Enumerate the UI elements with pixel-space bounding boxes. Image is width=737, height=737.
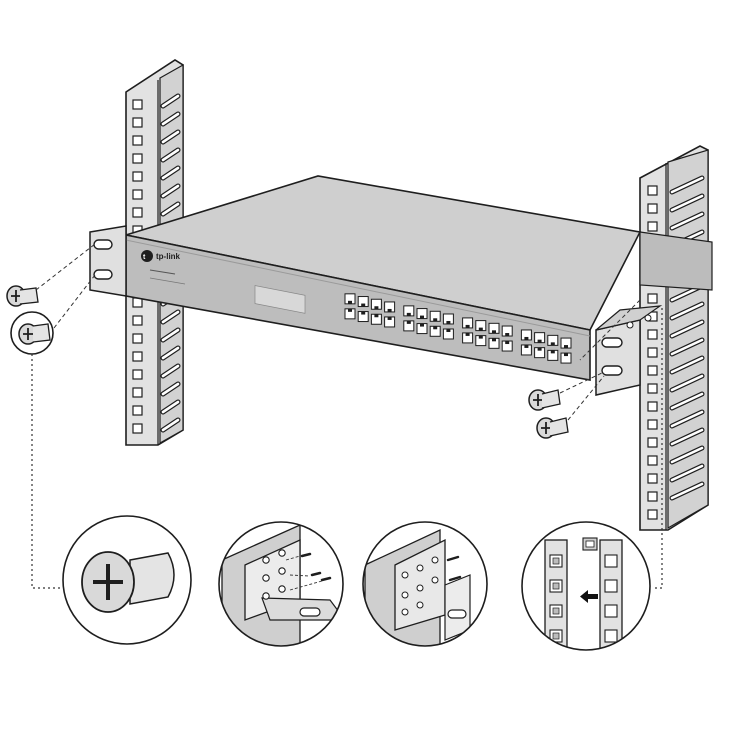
rail-square-hole bbox=[132, 117, 143, 128]
rail-square-hole bbox=[132, 153, 143, 164]
tp-link-logo: t tp-link bbox=[141, 250, 181, 262]
rail-square-hole bbox=[132, 351, 143, 362]
detail-cage-nut-insert bbox=[521, 521, 651, 651]
description-label bbox=[149, 277, 186, 285]
logo-mark: t bbox=[143, 254, 146, 261]
rail-square-hole bbox=[132, 189, 143, 200]
rail-square-hole bbox=[647, 509, 658, 520]
callout-connectors bbox=[31, 308, 663, 589]
rail-square-hole bbox=[647, 419, 658, 430]
rail-square-hole bbox=[132, 387, 143, 398]
phillips-screw-icon bbox=[6, 285, 39, 307]
rail-square-hole bbox=[132, 135, 143, 146]
rail-square-hole bbox=[132, 99, 143, 110]
detail-bracket-mounted bbox=[362, 521, 488, 647]
rail-square-hole bbox=[647, 203, 658, 214]
rail-square-hole bbox=[132, 405, 143, 416]
model-label bbox=[149, 269, 176, 275]
detail-bracket-screw-holes bbox=[218, 521, 344, 647]
phillips-screw-icon bbox=[536, 417, 569, 439]
brand-logo-text: tp-link bbox=[156, 252, 181, 261]
ethernet-ports bbox=[344, 293, 572, 364]
insert-arrow-icon bbox=[580, 590, 598, 603]
right-rack-rail bbox=[639, 145, 709, 531]
rail-square-hole bbox=[647, 329, 658, 340]
led-panel bbox=[254, 285, 306, 314]
rail-square-hole bbox=[647, 383, 658, 394]
rail-square-hole bbox=[132, 369, 143, 380]
detail-screw-closeup bbox=[62, 515, 192, 645]
cage-nut-icon bbox=[582, 537, 598, 551]
rail-square-hole bbox=[647, 221, 658, 232]
left-mounting-bracket bbox=[89, 225, 127, 297]
rail-square-hole bbox=[647, 401, 658, 412]
rail-square-hole bbox=[647, 293, 658, 304]
rail-square-hole bbox=[647, 437, 658, 448]
network-switch: t tp-link bbox=[89, 175, 713, 396]
rail-square-hole bbox=[647, 185, 658, 196]
rail-square-hole bbox=[647, 455, 658, 466]
rail-square-hole bbox=[647, 365, 658, 376]
rail-square-hole bbox=[132, 333, 143, 344]
rail-square-hole bbox=[132, 423, 143, 434]
rail-square-hole bbox=[132, 315, 143, 326]
rail-square-hole bbox=[647, 473, 658, 484]
alignment-guides bbox=[35, 243, 641, 421]
phillips-screw-icon bbox=[528, 389, 561, 411]
rail-square-hole bbox=[647, 347, 658, 358]
phillips-screw-icon bbox=[10, 311, 54, 355]
rail-square-hole bbox=[132, 207, 143, 218]
rail-square-hole bbox=[132, 171, 143, 182]
right-mounting-bracket bbox=[595, 319, 641, 396]
rail-square-hole bbox=[647, 491, 658, 502]
